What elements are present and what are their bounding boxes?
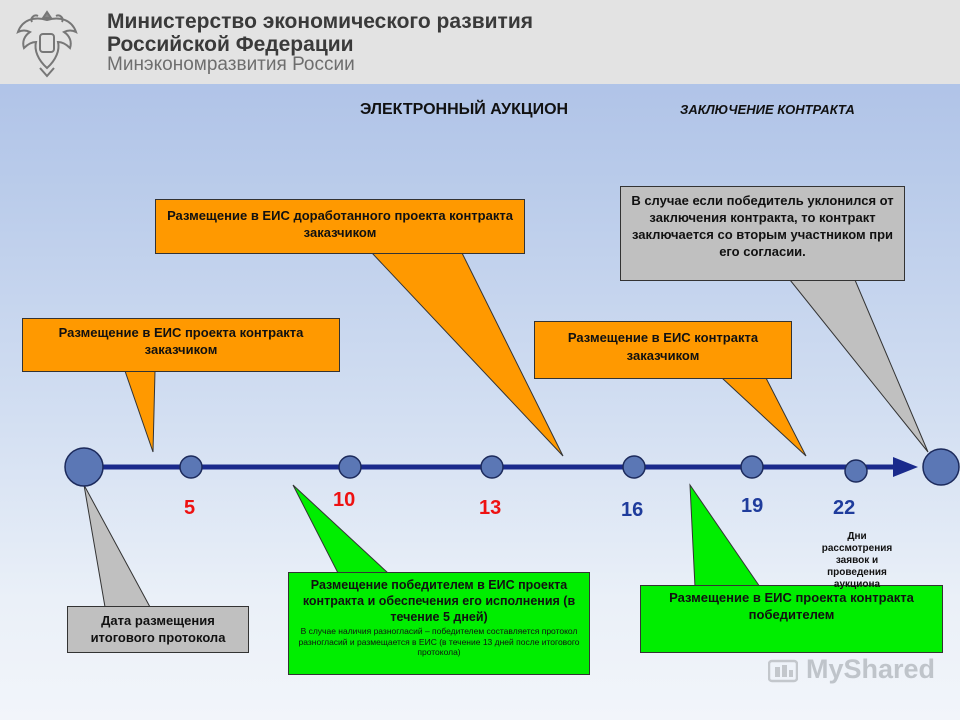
ministry-subtitle: Минэкономразвития России — [107, 54, 355, 75]
timeline-node-start — [64, 447, 104, 487]
callout-orange-3: Размещение в ЕИС контракта заказчиком — [534, 321, 792, 379]
callout-grey-bottom: Дата размещения итогового протокола — [67, 606, 249, 653]
callout-green-1: Размещение победителем в ЕИС проекта кон… — [288, 572, 590, 675]
timeline-node-day-22 — [844, 459, 868, 483]
ministry-title-line1: Министерство экономического развития — [107, 10, 533, 33]
callout-green-2: Размещение в ЕИС проекта контракта побед… — [640, 585, 943, 653]
callout-green-2-text: Размещение в ЕИС проекта контракта побед… — [669, 590, 914, 622]
section-title-contract: ЗАКЛЮЧЕНИЕ КОНТРАКТА — [680, 102, 855, 117]
day-label-19: 19 — [741, 495, 764, 517]
timeline-node-day-19 — [740, 455, 764, 479]
callout-tail-orange-1 — [124, 370, 156, 453]
day-label-16: 16 — [621, 499, 644, 521]
watermark-text: MyShared — [806, 654, 936, 684]
callout-orange-1: Размещение в ЕИС проекта контракта заказ… — [22, 318, 340, 372]
callout-green-1-note: В случае наличия разногласий – победител… — [298, 626, 580, 657]
watermark-icon — [768, 659, 798, 683]
timeline-arrowhead — [893, 457, 918, 477]
timeline-node-day-10 — [338, 455, 362, 479]
timeline-node-day-16 — [622, 455, 646, 479]
callout-tail-grey-bottom — [83, 484, 151, 608]
callout-orange-3-text: Размещение в ЕИС контракта заказчиком — [567, 330, 759, 363]
callout-tail-grey-top — [788, 279, 929, 453]
callout-tail-orange-3 — [720, 377, 807, 457]
callout-grey-top-text: В случае если победитель уклонился от за… — [631, 193, 894, 259]
timeline-node-day-13 — [480, 455, 504, 479]
days-note: Дни рассмотрения заявок и проведения аук… — [821, 531, 893, 590]
day-label-22: 22 — [833, 497, 856, 519]
callout-grey-top: В случае если победитель уклонился от за… — [620, 186, 905, 281]
timeline-node-day-5 — [179, 455, 203, 479]
callout-grey-bottom-text: Дата размещения итогового протокола — [90, 613, 226, 645]
section-title-auction: ЭЛЕКТРОННЫЙ АУКЦИОН — [360, 101, 569, 118]
callout-orange-2-text: Размещение в ЕИС доработанного проекта к… — [167, 208, 513, 240]
callout-orange-2: Размещение в ЕИС доработанного проекта к… — [155, 199, 525, 254]
coat-of-arms-icon — [16, 10, 78, 78]
ministry-title: Министерство экономического развития Рос… — [107, 10, 533, 56]
day-label-10: 10 — [333, 489, 356, 511]
ministry-title-line2: Российской Федерации — [107, 33, 354, 56]
callout-green-1-main: Размещение победителем в ЕИС проекта кон… — [302, 578, 576, 624]
callout-orange-1-text: Размещение в ЕИС проекта контракта заказ… — [58, 325, 304, 357]
day-label-5: 5 — [184, 497, 196, 519]
header-band: Министерство экономического развития Рос… — [0, 0, 960, 84]
timeline-node-end — [922, 448, 960, 486]
day-label-13: 13 — [479, 497, 502, 519]
